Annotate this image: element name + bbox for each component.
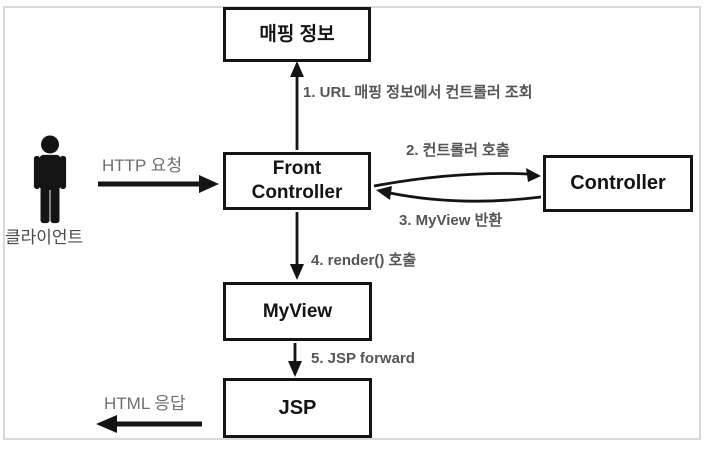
arrow-step5-forward <box>288 343 302 377</box>
label-http-request: HTTP 요청 <box>102 156 183 175</box>
label-step4-render-call: 4. render() 호출 <box>311 252 417 269</box>
label-client: 클라이언트 <box>5 228 84 247</box>
box-myview: MyView <box>223 282 372 341</box>
label-html-response: HTML 응답 <box>104 394 186 413</box>
arrow-step3-return <box>376 186 542 203</box>
box-jsp-label: JSP <box>278 396 317 419</box>
person-icon <box>33 135 67 224</box>
box-front-controller-line1: Front <box>272 158 322 180</box>
arrow-http-request <box>98 175 219 193</box>
box-mapping-info-label: 매핑 정보 <box>259 23 335 45</box>
label-step2-controller-call: 2. 컨트롤러 호출 <box>406 142 510 159</box>
arrow-step4-render <box>290 212 304 280</box>
box-myview-label: MyView <box>262 300 333 322</box>
box-front-controller-line2: Controller <box>251 182 343 203</box>
arrow-step2-call <box>373 168 541 188</box>
box-front-controller: Front Controller <box>223 152 371 210</box>
box-mapping-info: 매핑 정보 <box>223 7 371 62</box>
label-step1-url-lookup: 1. URL 매핑 정보에서 컨트롤러 조회 <box>303 84 533 101</box>
arrow-step1-lookup <box>290 61 304 150</box>
box-controller: Controller <box>543 155 693 212</box>
label-step3-myview-return: 3. MyView 반환 <box>399 212 503 229</box>
box-controller-label: Controller <box>570 172 666 194</box>
label-step5-jsp-forward: 5. JSP forward <box>311 350 415 367</box>
arrow-html-response <box>96 415 202 433</box>
box-jsp: JSP <box>223 378 372 438</box>
